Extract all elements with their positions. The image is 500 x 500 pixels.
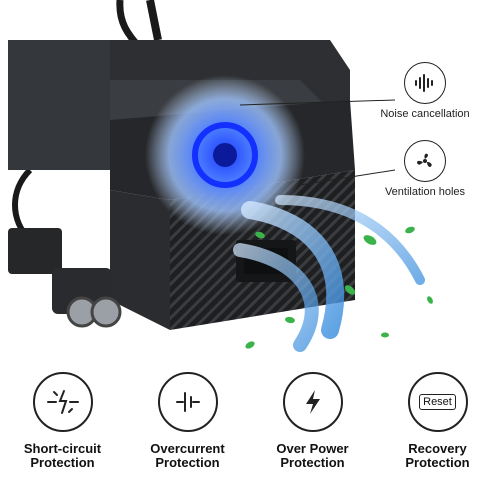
short-circuit-icon — [32, 372, 93, 432]
feature-short-circuit: Short-circuit Protection — [3, 372, 123, 470]
feature-overcurrent: Overcurrent Protection — [128, 372, 248, 470]
feature-title: Overcurrent — [150, 441, 225, 456]
feature-subtitle: Protection — [280, 455, 345, 470]
ventilation-callout: Ventilation holes — [370, 140, 480, 198]
feature-subtitle: Protection — [405, 455, 470, 470]
airflow — [241, 201, 345, 339]
noise-cancellation-callout: Noise cancellation — [370, 62, 480, 120]
overcurrent-icon — [157, 372, 218, 432]
power-brick-illustration — [8, 0, 433, 352]
leaves — [245, 226, 433, 349]
ventilation-label: Ventilation holes — [384, 186, 466, 198]
reset-icon: Reset — [407, 372, 468, 432]
reset-badge: Reset — [419, 394, 456, 410]
feature-recovery: Reset Recovery Protection — [378, 372, 498, 470]
feature-title: Over Power — [276, 441, 349, 456]
noise-cancellation-label: Noise cancellation — [380, 108, 470, 120]
feature-over-power: Over Power Protection — [253, 372, 373, 470]
feature-subtitle: Protection — [30, 455, 95, 470]
protection-features: Short-circuit Protection Overcurrent Pro… — [0, 372, 500, 500]
feature-title: Short-circuit — [23, 441, 102, 456]
fan-icon — [404, 140, 446, 182]
feature-subtitle: Protection — [155, 455, 220, 470]
lightning-bolt-icon — [282, 372, 343, 432]
product-image: Noise cancellation Ventilation holes — [8, 0, 480, 352]
sound-wave-icon — [404, 62, 446, 104]
dc-plug — [8, 228, 62, 274]
feature-title: Recovery — [408, 441, 467, 456]
